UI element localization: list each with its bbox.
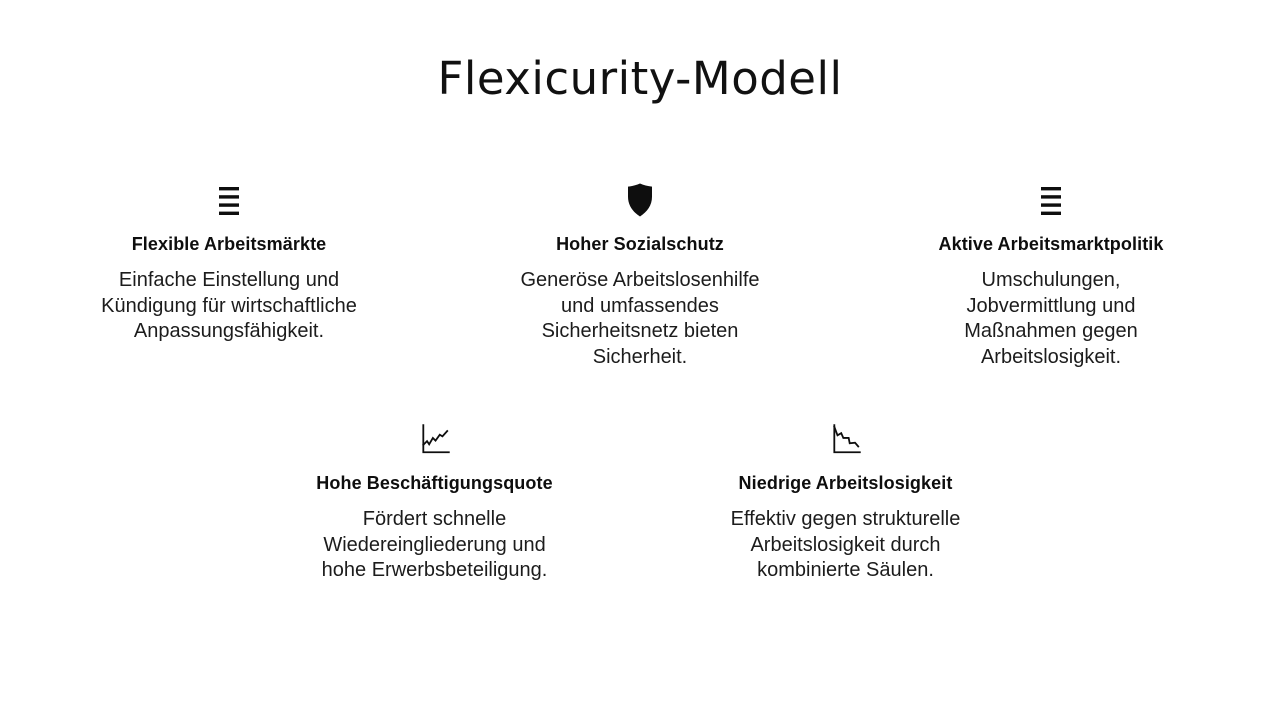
chart-line-up-icon (229, 422, 640, 456)
card-body: Effektiv gegen strukturelle Arbeitslosig… (730, 508, 961, 581)
card-body: Fördert schnelle Wiedereingliederung und… (321, 508, 548, 581)
page-title: Flexicurity-Modell (437, 52, 843, 105)
card-heading: Hohe Beschäftigungsquote (316, 473, 553, 493)
card-heading: Hoher Sozialschutz (556, 234, 724, 254)
card-body: Generöse Arbeitslosenhilfe und umfassend… (520, 269, 760, 368)
card-heading: Niedrige Arbeitslosigkeit (738, 473, 953, 493)
card-niedrige-arbeitslosigkeit: Niedrige Arbeitslosigkeit Effektiv gegen… (640, 422, 1051, 584)
card-flexible-arbeitsmaerkte: Flexible Arbeitsmärkte Einfache Einstell… (24, 183, 435, 370)
card-aktive-arbeitsmarktpolitik: Aktive Arbeitsmarktpolitik Umschulungen,… (846, 183, 1257, 370)
shield-icon (435, 183, 846, 217)
list-lines-icon (846, 183, 1257, 217)
card-heading: Aktive Arbeitsmarktpolitik (938, 234, 1164, 254)
card-hoher-sozialschutz: Hoher Sozialschutz Generöse Arbeitslosen… (435, 183, 846, 370)
card-heading: Flexible Arbeitsmärkte (131, 234, 327, 254)
card-hohe-beschaeftigungsquote: Hohe Beschäftigungsquote Fördert schnell… (229, 422, 640, 584)
list-lines-icon (24, 183, 435, 217)
cards-grid: Flexible Arbeitsmärkte Einfache Einstell… (24, 183, 1257, 584)
card-body: Umschulungen, Jobvermittlung und Maßnahm… (964, 269, 1138, 368)
card-body: Einfache Einstellung und Kündigung für w… (101, 269, 357, 342)
chart-line-down-icon (640, 422, 1051, 456)
